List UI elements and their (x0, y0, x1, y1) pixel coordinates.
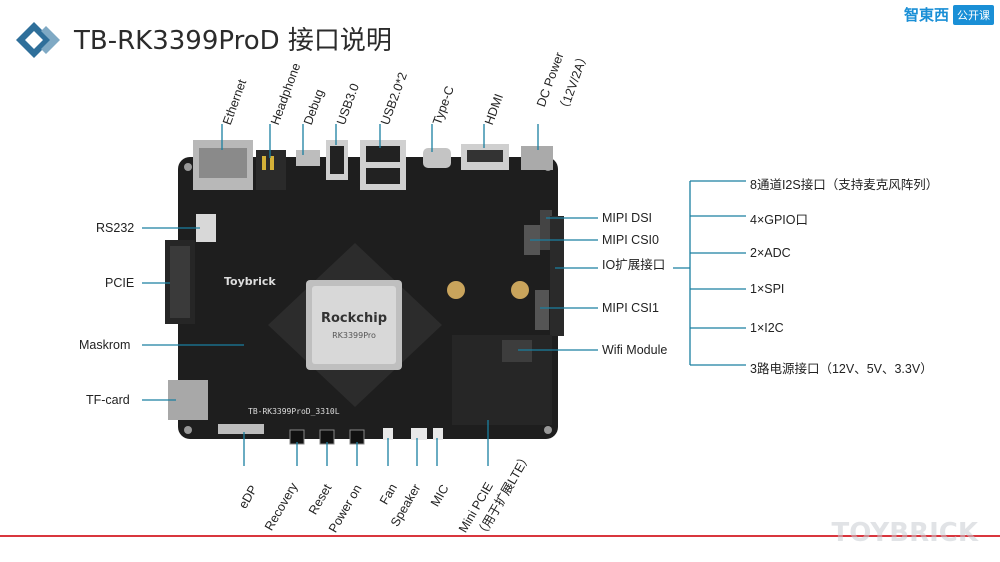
label-pcie: PCIE (105, 276, 135, 290)
label-tf-card: TF-card (86, 393, 130, 407)
label-mipi-csi1: MIPI CSI1 (602, 301, 659, 315)
standoff (511, 281, 529, 299)
mic-header (433, 428, 443, 440)
speaker-header (411, 428, 427, 440)
edp-connector (218, 424, 264, 434)
right-leaders (518, 217, 598, 351)
fan-header (383, 428, 393, 440)
typec-port (423, 148, 451, 168)
io-item-i2c: 1×I2C (750, 321, 784, 335)
io-item-adc: 2×ADC (750, 246, 791, 260)
brand-logo: 智東西 公开课 (904, 4, 994, 25)
label-wifi-module: Wifi Module (602, 343, 668, 357)
label-mipi-dsi: MIPI DSI (602, 211, 653, 225)
label-mipi-csi0: MIPI CSI0 (602, 233, 659, 247)
chip-model: RK3399Pro (332, 331, 376, 340)
io-item-spi: 1×SPI (750, 282, 785, 296)
page-title: TB-RK3399ProD 接口说明 (74, 26, 392, 56)
io-item-gpio: 4×GPIO口 (750, 213, 809, 227)
bottom-leaders (243, 420, 489, 466)
soc-chip (312, 286, 396, 364)
chip-brand: Rockchip (321, 311, 387, 326)
io-item-power: 3路电源接口（12V、5V、3.3V） (750, 362, 933, 376)
label-maskrom: Maskrom (79, 338, 131, 352)
label-io-expansion: IO扩展接口 (602, 258, 666, 272)
brand-name: 智東西 (903, 6, 949, 24)
diamond-logo-icon (16, 22, 60, 58)
mipi-csi1-connector (535, 290, 549, 330)
silk-model: TB-RK3399ProD_3310L (248, 407, 340, 416)
io-bracket (673, 180, 746, 366)
watermark: TOYBRICK (831, 518, 978, 548)
brand-tag: 公开课 (953, 4, 994, 25)
dc-power-port (521, 146, 553, 170)
debug-port (296, 150, 320, 166)
rs232-header (196, 214, 216, 242)
standoff (447, 281, 465, 299)
footer-rule (0, 535, 1000, 537)
left-leaders (142, 227, 244, 401)
label-rs232: RS232 (96, 221, 135, 235)
io-header (550, 216, 564, 336)
silk-brand: Toybrick (224, 275, 276, 288)
top-leaders (221, 124, 539, 158)
wifi-module (502, 340, 532, 362)
io-item-i2s: 8通道I2S接口（支持麦克风阵列） (750, 178, 939, 192)
